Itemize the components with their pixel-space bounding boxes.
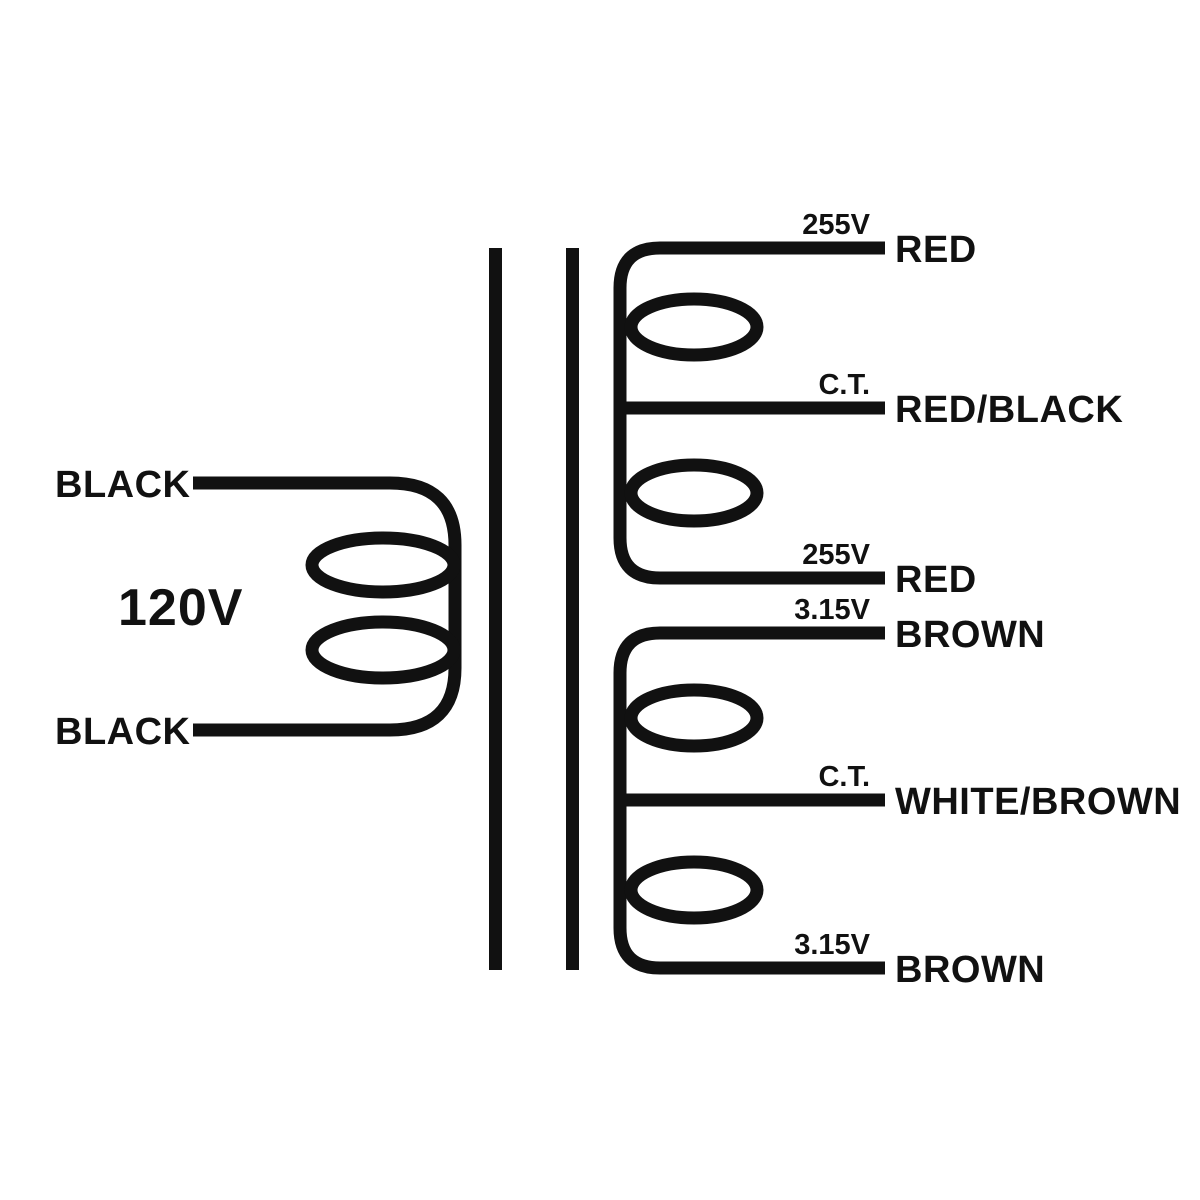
lv-lead1-tap-label: 3.15V <box>794 594 870 626</box>
primary-winding-wire <box>193 476 462 737</box>
hv-lead1-tap-label: 255V <box>802 209 870 241</box>
primary-voltage-label: 120V <box>118 579 243 637</box>
lv-lead3-wire-label: BROWN <box>895 949 1045 991</box>
secondary-hv-loop-2 <box>624 458 764 528</box>
primary-loop-1 <box>305 531 461 599</box>
secondary-lv-loop-2 <box>624 855 764 925</box>
primary-loop-2 <box>305 615 461 685</box>
hv-lead2-wire-label: RED/BLACK <box>895 389 1123 431</box>
hv-lead1-wire-label: RED <box>895 229 977 271</box>
secondary-hv-loop-1 <box>624 292 764 362</box>
core-bar-right <box>566 248 579 970</box>
lv-lead3-tap-label: 3.15V <box>794 929 870 961</box>
hv-lead3-tap-label: 255V <box>802 539 870 571</box>
lv-lead1-wire-label: BROWN <box>895 614 1045 656</box>
primary-bottom-lead-label: BLACK <box>55 711 191 753</box>
lv-lead2-wire-label: WHITE/BROWN <box>895 781 1181 823</box>
hv-lead3-wire-label: RED <box>895 559 977 601</box>
primary-top-lead-label: BLACK <box>55 464 191 506</box>
lv-lead2-tap-label: C.T. <box>818 761 870 793</box>
hv-lead2-tap-label: C.T. <box>818 369 870 401</box>
secondary-lv-loop-1 <box>624 683 764 753</box>
core-bar-left <box>489 248 502 970</box>
